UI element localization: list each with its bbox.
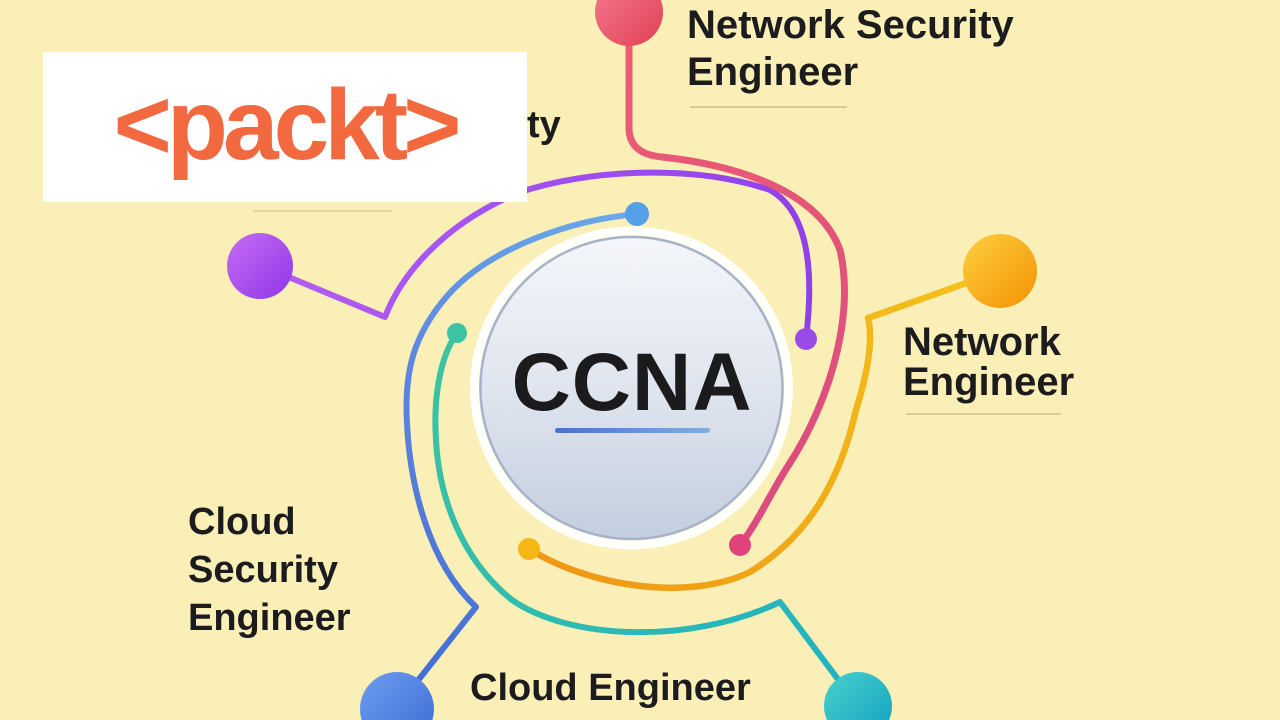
network-security-engineer-path (625, 22, 848, 549)
ccna-badge-ring (470, 226, 793, 550)
yellow-dot (518, 538, 540, 560)
cloud-security-engineer-path (394, 211, 640, 710)
career-label-cloud-engineer: Cloud Engineer (470, 666, 751, 710)
cloud-engineer-path (432, 330, 861, 709)
career-label-cloud-security-engineer: Cloud Security Engineer (188, 498, 351, 642)
cloud-engineer-node (824, 672, 892, 720)
career-label-cyber-security-fragment: ty (527, 104, 561, 146)
career-label-network-security-engineer: Network Security Engineer (687, 2, 1014, 96)
career-label-line: Security (188, 549, 338, 591)
purple-dot (795, 328, 817, 350)
career-underline-network-engineer (906, 413, 1061, 415)
packt-logo-box: <packt> (43, 52, 527, 202)
career-label-network-engineer: Network Engineer (903, 322, 1074, 402)
cloud-security-engineer-node (360, 672, 434, 720)
career-underline-cyber-security (253, 210, 393, 212)
blue-dot (625, 202, 649, 226)
career-label-line: Network (903, 320, 1061, 364)
career-label-line: Engineer (903, 360, 1075, 404)
network-security-engineer-node (595, 0, 663, 46)
cyber-security-node (227, 233, 293, 299)
cyber-security-path (259, 169, 813, 342)
ccna-title: CCNA (511, 337, 753, 428)
career-label-line: Engineer (687, 50, 859, 94)
network-engineer-path (525, 267, 1004, 591)
teal-dot (447, 323, 467, 343)
career-label-line: Cloud (188, 501, 296, 543)
ccna-badge-circle (479, 235, 784, 541)
career-underline-network-security-engineer (690, 106, 847, 108)
pink-dot (729, 534, 751, 556)
career-label-line: Engineer (188, 597, 351, 639)
career-label-line: Network Security (687, 3, 1014, 47)
network-engineer-node (963, 234, 1037, 308)
packt-logo: <packt> (113, 68, 461, 181)
career-label-line: Cloud Engineer (470, 667, 751, 709)
ccna-title-underline (555, 428, 710, 433)
